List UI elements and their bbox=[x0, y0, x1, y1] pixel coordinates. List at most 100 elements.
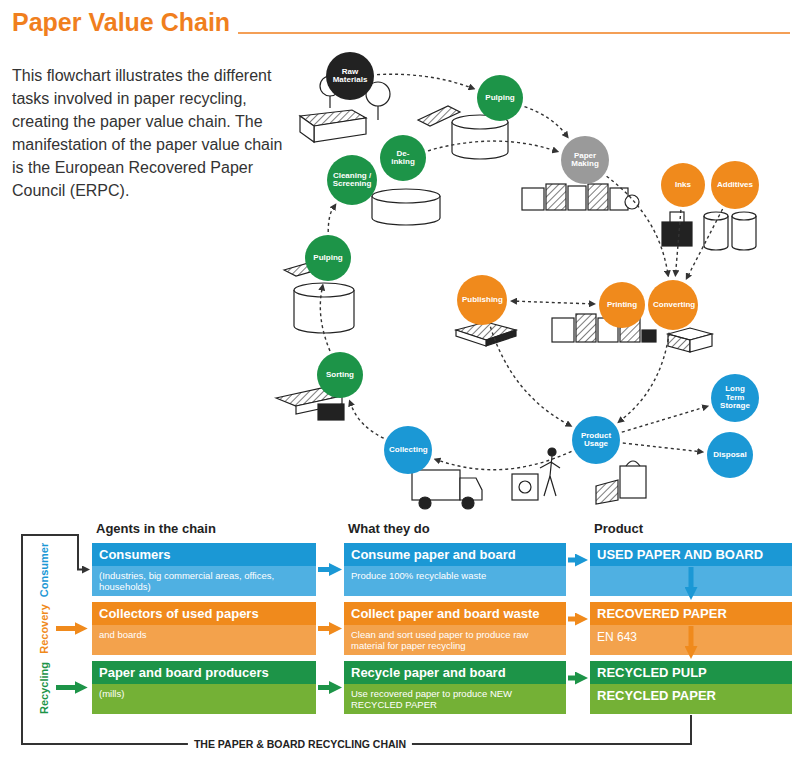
station-circle: De-inking bbox=[380, 135, 426, 181]
station-circle: Disposal bbox=[707, 432, 753, 478]
band-fill bbox=[590, 684, 792, 714]
flow-arrow bbox=[525, 107, 565, 134]
station-label: Cleaning / Screening bbox=[332, 172, 372, 189]
station-label: Disposal bbox=[713, 451, 746, 459]
chain-band: USED PAPER AND BOARD bbox=[590, 543, 792, 566]
station-circle: Raw Materials bbox=[326, 52, 374, 100]
column-header: Product bbox=[594, 521, 643, 536]
station-circle: Pulping bbox=[305, 235, 351, 281]
band-fill bbox=[590, 625, 792, 655]
chain-band: Collect paper and board wasteClean and s… bbox=[344, 602, 566, 655]
station-label: Pulping bbox=[313, 254, 342, 262]
flow-arrow bbox=[607, 176, 668, 271]
band-heading: Recycle paper and board bbox=[344, 661, 566, 684]
band-fill bbox=[92, 566, 316, 596]
band-heading: RECYCLED PAPER bbox=[590, 684, 792, 714]
band-fill bbox=[590, 543, 792, 566]
station-circle: Printing bbox=[599, 282, 645, 328]
band-note: Use recovered paper to produce NEW RECYC… bbox=[344, 684, 566, 714]
station-circle: Pulping bbox=[477, 75, 523, 121]
flow-arrow bbox=[490, 327, 567, 424]
entry-arrow bbox=[56, 626, 76, 631]
station-circle: Product Usage bbox=[572, 416, 620, 464]
flow-arrow bbox=[622, 408, 703, 433]
band-heading: Consumers bbox=[92, 543, 316, 566]
flow-arrow bbox=[328, 209, 333, 233]
chain-band: Consume paper and boardProduce 100% recy… bbox=[344, 543, 566, 596]
station-circle: Paper Making bbox=[561, 136, 609, 184]
flow-arrow bbox=[689, 209, 723, 275]
band-heading: Consume paper and board bbox=[344, 543, 566, 566]
chain-band: Paper and board producers(mills) bbox=[92, 661, 316, 714]
flow-arrow bbox=[623, 443, 698, 451]
station-circle: Publishing bbox=[457, 275, 507, 325]
flow-arrow bbox=[318, 685, 330, 690]
band-heading: RECYCLED PULP bbox=[590, 661, 792, 684]
band-fill bbox=[590, 566, 792, 596]
band-note: and boards bbox=[92, 625, 316, 655]
band-heading: RECOVERED PAPER bbox=[590, 602, 792, 625]
station-circle: Collecting bbox=[384, 426, 432, 474]
band-heading: EN 643 bbox=[590, 625, 792, 655]
line-art bbox=[276, 76, 756, 509]
flow-arrow bbox=[428, 141, 553, 151]
flow-arrow bbox=[377, 74, 470, 87]
flow-arrow bbox=[622, 333, 669, 420]
flow-arrow bbox=[689, 567, 694, 588]
station-label: Collecting bbox=[389, 446, 427, 454]
band-fill bbox=[344, 566, 566, 596]
chain-band: Consumers(Industries, big commercial are… bbox=[92, 543, 316, 596]
band-fill bbox=[92, 602, 316, 625]
station-circle: Inks bbox=[661, 163, 705, 207]
flow-arrow bbox=[320, 290, 330, 351]
station-label: Additives bbox=[717, 181, 753, 189]
band-fill bbox=[344, 543, 566, 566]
flow-arrow bbox=[568, 558, 576, 563]
chain-label: THE PAPER & BOARD RECYCLING CHAIN bbox=[188, 738, 412, 750]
stage-label: Consumer bbox=[38, 542, 50, 596]
flow-arrow bbox=[440, 451, 572, 469]
band-fill bbox=[344, 602, 566, 625]
chain-band: Recycle paper and boardUse recovered pap… bbox=[344, 661, 566, 714]
station-label: Converting bbox=[653, 301, 693, 309]
band-heading: Paper and board producers bbox=[92, 661, 316, 684]
flow-arrow bbox=[351, 405, 383, 438]
station-label: Product Usage bbox=[577, 432, 615, 449]
station-circle: Sorting bbox=[317, 352, 363, 398]
band-fill bbox=[344, 684, 566, 714]
chain-band: EN 643 bbox=[590, 625, 792, 655]
band-fill bbox=[590, 661, 792, 684]
station-circle: Cleaning / Screening bbox=[327, 155, 377, 205]
station-circle: Additives bbox=[711, 161, 759, 209]
station-label: Publishing bbox=[462, 296, 502, 304]
band-fill bbox=[92, 661, 316, 684]
flow-arrow bbox=[22, 535, 691, 744]
chain-band: Collectors of used papersand boards bbox=[92, 602, 316, 655]
flow-arrow bbox=[318, 567, 330, 572]
flow-arrow bbox=[516, 301, 589, 304]
stage-label: Recycling bbox=[38, 662, 50, 714]
caption: This flowchart illustrates the different… bbox=[12, 64, 284, 202]
band-fill bbox=[344, 625, 566, 655]
station-circle: Converting bbox=[648, 280, 698, 330]
band-fill bbox=[590, 602, 792, 625]
flow-arrow bbox=[318, 626, 330, 631]
chain-band: RECOVERED PAPER bbox=[590, 602, 792, 625]
band-heading: USED PAPER AND BOARD bbox=[590, 543, 792, 566]
flow-arrow bbox=[676, 210, 681, 271]
band-fill bbox=[92, 543, 316, 566]
station-label: Raw Materials bbox=[331, 68, 369, 85]
flow-arrow bbox=[568, 676, 576, 681]
band-fill bbox=[92, 625, 316, 655]
band-note: (mills) bbox=[92, 684, 316, 714]
station-label: De-inking bbox=[385, 150, 421, 167]
title-rule bbox=[238, 32, 790, 34]
station-label: Sorting bbox=[326, 371, 354, 379]
band-note: Produce 100% recyclable waste bbox=[344, 566, 566, 596]
band-fill bbox=[344, 661, 566, 684]
station-label: Printing bbox=[607, 301, 637, 309]
station-label: Pulping bbox=[485, 94, 514, 102]
band-heading: Collect paper and board waste bbox=[344, 602, 566, 625]
stage-label: Recovery bbox=[38, 604, 50, 654]
